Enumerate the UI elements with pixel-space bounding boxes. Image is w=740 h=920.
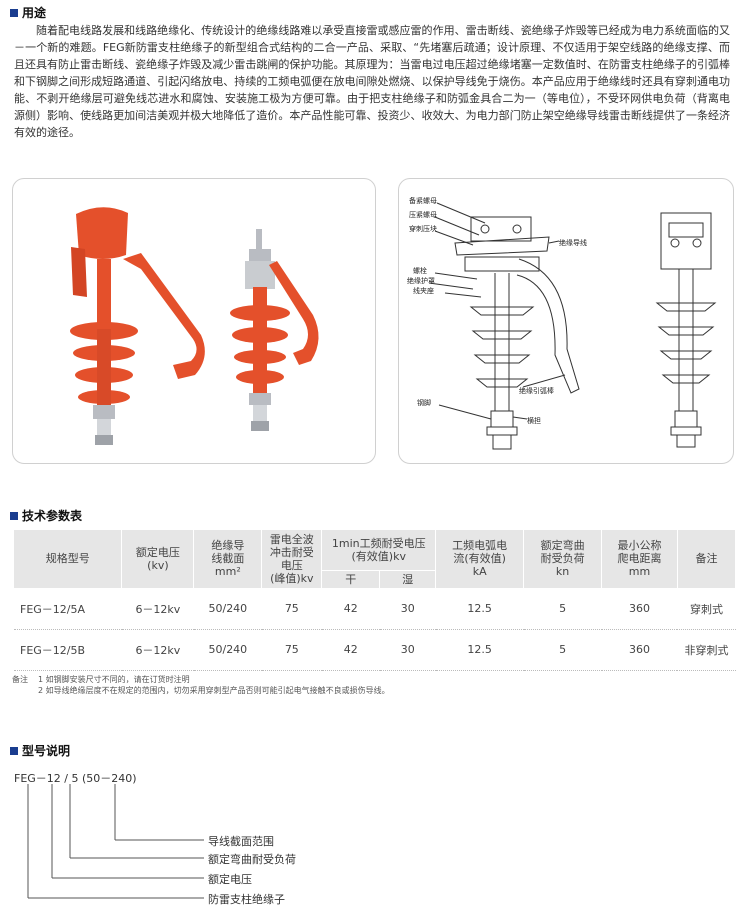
diagram-label: 绝缘引弧棒 [519, 386, 554, 395]
heading-square-icon [10, 511, 18, 520]
section-heading-purpose: 用途 [10, 4, 46, 21]
header-wet: 湿 [379, 570, 437, 589]
model-desc: 防雷支柱绝缘子 [208, 893, 285, 906]
insulator-a-illustration [70, 207, 205, 445]
table-row: FEG－12/5B 6－12kv 50/240 75 42 30 12.5 5 … [14, 629, 736, 671]
header-lightning: 雷电全波冲击耐受电压(峰值)kv [261, 530, 323, 589]
note-item: 1 如钢脚安装尺寸不同的，请在订货时注明 [38, 675, 190, 684]
header-remark: 备注 [677, 530, 737, 589]
product-photo-illustration [70, 207, 319, 445]
header-power: 1min工频耐受电压(有效值)kv [321, 530, 437, 571]
model-desc: 额定电压 [208, 873, 252, 886]
header-voltage: 额定电压(kv) [121, 530, 195, 589]
diagram-label: 压紧螺母 [409, 210, 437, 219]
model-desc: 额定弯曲耐受负荷 [208, 853, 296, 866]
insulator-b-illustration [230, 229, 319, 431]
table-row: FEG－12/5A 6－12kv 50/240 75 42 30 12.5 5 … [14, 588, 736, 630]
model-code: FEG－12 / 5 (50－240) [14, 772, 137, 785]
structure-diagram-panel: 备紧螺母 压紧螺母 穿刺压块 绝缘导线 螺栓 绝缘护罩 线夹座 绝缘引弧棒 钢脚… [398, 178, 734, 464]
diagram-label: 横担 [527, 416, 541, 425]
purpose-title: 用途 [22, 6, 47, 20]
diagram-label: 绝缘导线 [559, 238, 587, 247]
note-item: 2 如导线绝缘层度不在规定的范围内，切勿采用穿刺型产品否则可能引起电气接触不良或… [38, 686, 390, 695]
diagram-label: 线夹座 [413, 286, 434, 295]
purpose-paragraph: 随着配电线路发展和线路绝缘化、传统设计的绝缘线路难以承受直接雷或感应雷的作用、雷… [14, 24, 730, 139]
heading-square-icon [10, 746, 18, 755]
heading-square-icon [10, 8, 18, 17]
spec-title: 技术参数表 [22, 509, 83, 523]
diagram-label: 备紧螺母 [409, 196, 437, 205]
diagram-label: 穿刺压块 [409, 224, 437, 233]
spec-notes: 备注 1 如钢脚安装尺寸不同的，请在订货时注明 2 如导线绝缘层度不在规定的范围… [12, 674, 390, 696]
header-dry: 干 [321, 570, 381, 589]
section-heading-model: 型号说明 [10, 742, 70, 759]
diagram-label: 钢脚 [417, 398, 431, 407]
model-title: 型号说明 [22, 744, 71, 758]
model-desc: 导线截面范围 [208, 835, 274, 848]
structure-diagram: 备紧螺母 压紧螺母 穿刺压块 绝缘导线 螺栓 绝缘护罩 线夹座 绝缘引弧棒 钢脚… [407, 196, 717, 450]
header-arc: 工频电弧电流(有效值)kA [435, 530, 525, 589]
notes-label: 备注 [12, 675, 28, 684]
model-leader-lines [27, 784, 204, 899]
product-photo-panel [12, 178, 376, 464]
section-heading-spec: 技术参数表 [10, 507, 82, 524]
diagram-label: 螺栓 [413, 266, 427, 275]
diagram-label: 绝缘护罩 [407, 276, 435, 285]
header-model: 规格型号 [14, 530, 123, 589]
